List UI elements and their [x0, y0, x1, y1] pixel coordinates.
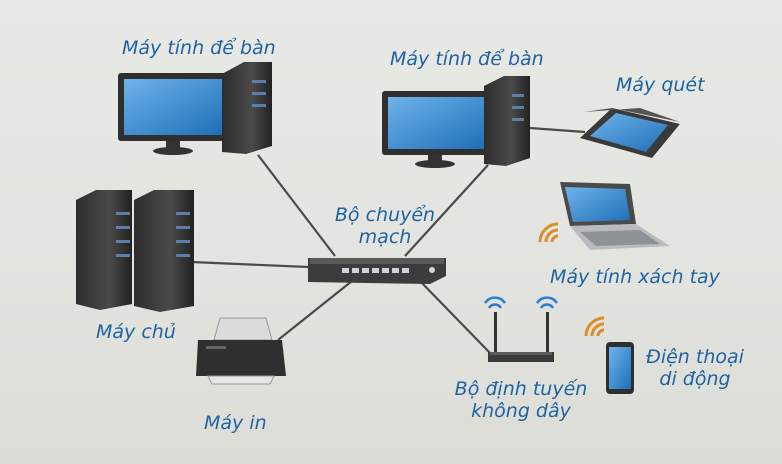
cables: [191, 126, 586, 354]
cable-router: [419, 280, 491, 354]
cable-scanner: [529, 126, 586, 134]
scanner-icon: [580, 108, 680, 158]
router-label-line2: không dây: [471, 400, 571, 422]
laptop-label: Máy tính xách tay: [550, 266, 720, 288]
cable-printer: [277, 280, 353, 341]
printer-label: Máy in: [204, 412, 267, 434]
server-icon: [76, 190, 194, 312]
server-label: Máy chủ: [96, 321, 176, 343]
wifi-icon: [538, 222, 559, 243]
switch-icon: [308, 258, 446, 284]
switch-label-line1: Bộ chuyển: [334, 204, 436, 226]
switch-label-line2: mạch: [358, 226, 412, 248]
phone-icon: [606, 342, 634, 394]
scanner-label: Máy quét: [616, 74, 705, 96]
printer-icon: [196, 317, 286, 385]
desktop-left-label: Máy tính để bàn: [122, 37, 276, 59]
router-icon: [488, 312, 554, 362]
router-label-line1: Bộ định tuyến: [454, 378, 588, 400]
desktop-right-label: Máy tính để bàn: [390, 48, 544, 70]
cable-server: [191, 260, 309, 269]
desktop-icon: [118, 62, 272, 155]
phone-label-line1: Điện thoại: [646, 346, 744, 368]
phone-label: Điện thoại di động: [640, 346, 750, 390]
cable-desktop-left: [257, 154, 336, 257]
wifi-icon: [584, 316, 605, 337]
laptop-icon: [560, 182, 670, 250]
desktop-icon: [382, 76, 530, 168]
wifi-icon: [483, 296, 559, 309]
router-label: Bộ định tuyến không dây: [446, 378, 596, 422]
switch-label: Bộ chuyển mạch: [330, 204, 440, 248]
cable-desktop-right: [404, 164, 489, 257]
phone-label-line2: di động: [659, 368, 731, 390]
